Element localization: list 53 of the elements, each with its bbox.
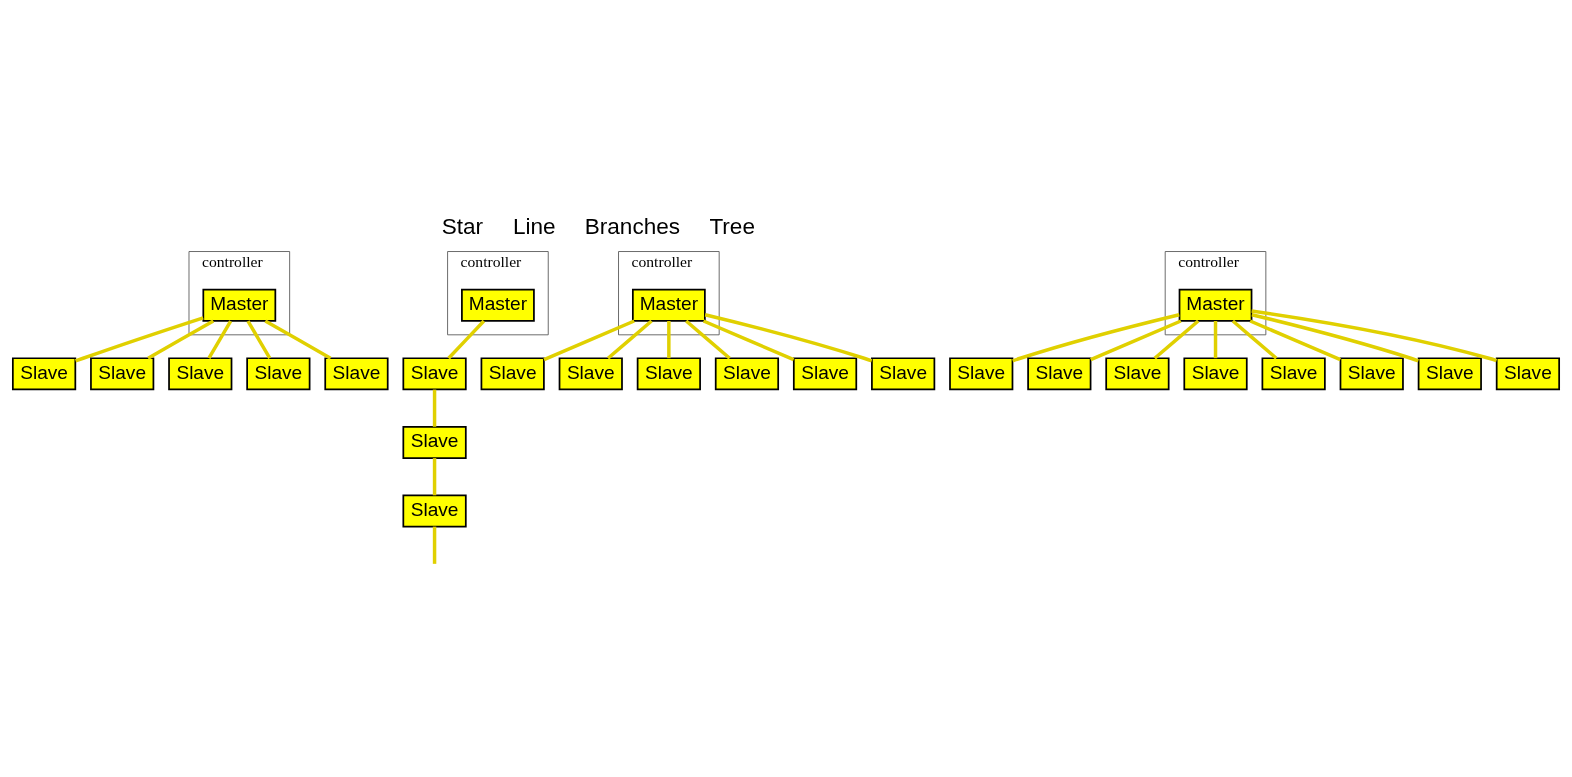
node-box: Slave (90, 357, 155, 391)
node-box: Slave (480, 357, 545, 391)
connector (1153, 319, 1200, 360)
node-box: Slave (1261, 357, 1326, 391)
label: Line (513, 213, 556, 239)
connector (246, 320, 272, 360)
node-box: Master (461, 288, 535, 322)
connector (685, 319, 731, 360)
connector (1249, 319, 1342, 362)
label: Star (441, 213, 484, 239)
node-box: Slave (168, 357, 233, 391)
node-box: Slave (12, 357, 77, 391)
node-box: Slave (324, 357, 389, 391)
connector (704, 313, 873, 363)
node-box: Slave (1417, 357, 1482, 391)
node-box: Master (202, 288, 277, 322)
node-box: Slave (949, 357, 1014, 391)
label: Tree (709, 213, 755, 239)
connector (1090, 319, 1182, 362)
node-box: Slave (792, 357, 858, 391)
connector (1251, 313, 1419, 363)
node-box: Slave (1183, 357, 1248, 391)
label: Branches (584, 213, 681, 239)
node-box: Slave (402, 357, 467, 391)
node-box: Slave (1339, 357, 1404, 391)
node-box: Slave (402, 425, 467, 459)
connector (432, 526, 437, 564)
connector (1213, 321, 1218, 359)
connector (207, 320, 233, 360)
connector (432, 458, 437, 496)
connector (543, 319, 635, 362)
node-box: Slave (714, 357, 780, 391)
node-box: Slave (1105, 357, 1170, 391)
connector (447, 319, 486, 360)
node-box: Slave (636, 357, 701, 391)
node-box: Slave (558, 357, 623, 391)
node-box: Slave (1495, 357, 1560, 391)
connector (702, 319, 795, 362)
connector (1251, 309, 1498, 363)
connector (264, 319, 332, 360)
connector (147, 319, 215, 360)
node-box: Slave (402, 494, 467, 528)
connector (606, 319, 653, 360)
connector (432, 389, 437, 427)
node-box: Master (631, 288, 706, 322)
connector (1012, 313, 1180, 363)
connector (75, 316, 204, 363)
node-box: Slave (871, 357, 936, 391)
node-box: Slave (1027, 357, 1092, 391)
node-box: Slave (246, 357, 311, 391)
connector (667, 321, 671, 359)
connector (1231, 319, 1278, 360)
node-box: Master (1178, 288, 1253, 322)
